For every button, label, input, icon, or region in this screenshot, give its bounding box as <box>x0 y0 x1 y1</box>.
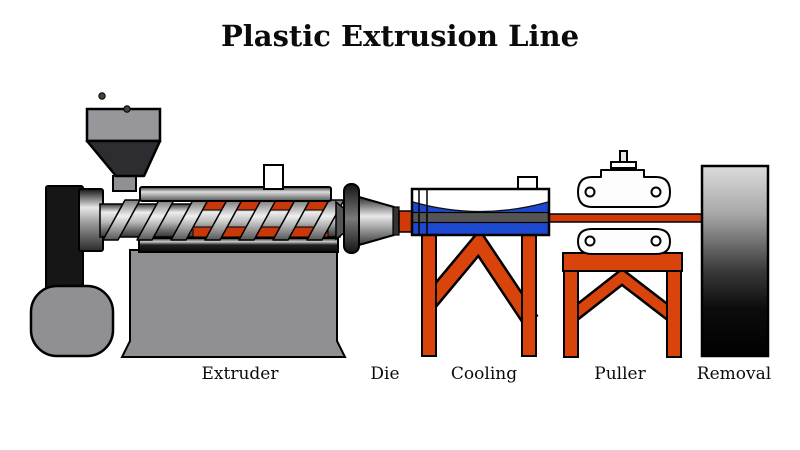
submerged-strand <box>411 211 550 224</box>
barrel-top-wall <box>139 186 332 202</box>
label-puller: Puller <box>594 364 646 384</box>
track-roller <box>584 235 596 247</box>
motor-base <box>29 284 115 358</box>
puller-table-top <box>562 252 683 272</box>
label-removal: Removal <box>697 364 771 384</box>
extruder-base <box>120 249 347 358</box>
cooling-stand-right-leg <box>521 234 537 357</box>
cooling-station <box>410 176 551 357</box>
tension-bolt-flange <box>610 161 637 169</box>
water-surface-line <box>412 201 549 213</box>
die-exit-coupler <box>398 210 413 233</box>
cooling-stand-brace <box>424 232 537 325</box>
label-extruder: Extruder <box>202 364 280 384</box>
puller-station <box>562 150 683 358</box>
hopper-neck <box>112 175 137 192</box>
cooling-stand-left-leg <box>421 234 437 357</box>
puller-stand-right-leg <box>666 269 682 358</box>
puller-track-bottom <box>577 228 671 255</box>
pellet-dot <box>123 105 131 113</box>
barrel-bottom-wall <box>138 237 339 253</box>
track-roller <box>650 235 662 247</box>
puller-track-top <box>577 169 671 208</box>
track-roller <box>650 186 662 198</box>
label-cooling: Cooling <box>451 364 517 384</box>
label-die: Die <box>370 364 399 384</box>
die-flange <box>343 183 360 254</box>
component-labels: Extruder Die Cooling Puller Removal <box>202 364 772 384</box>
motor-arm <box>45 185 84 291</box>
hopper-funnel <box>85 139 162 178</box>
puller-stand-left-leg <box>563 269 579 358</box>
die-tip <box>392 206 400 236</box>
water-tank-outline <box>410 187 551 237</box>
die-cone <box>358 196 395 246</box>
pellet-dot <box>98 92 106 100</box>
track-roller <box>584 186 596 198</box>
puller-stand-brace <box>567 270 678 321</box>
tank-wall-lines <box>418 190 428 234</box>
extruder-machine <box>29 92 353 358</box>
hopper-top <box>85 107 162 143</box>
removal-block <box>700 164 770 358</box>
barrel-vent <box>263 164 284 190</box>
die-assembly <box>343 183 400 254</box>
screw-flights <box>102 199 345 241</box>
page-title: Plastic Extrusion Line <box>221 19 579 53</box>
